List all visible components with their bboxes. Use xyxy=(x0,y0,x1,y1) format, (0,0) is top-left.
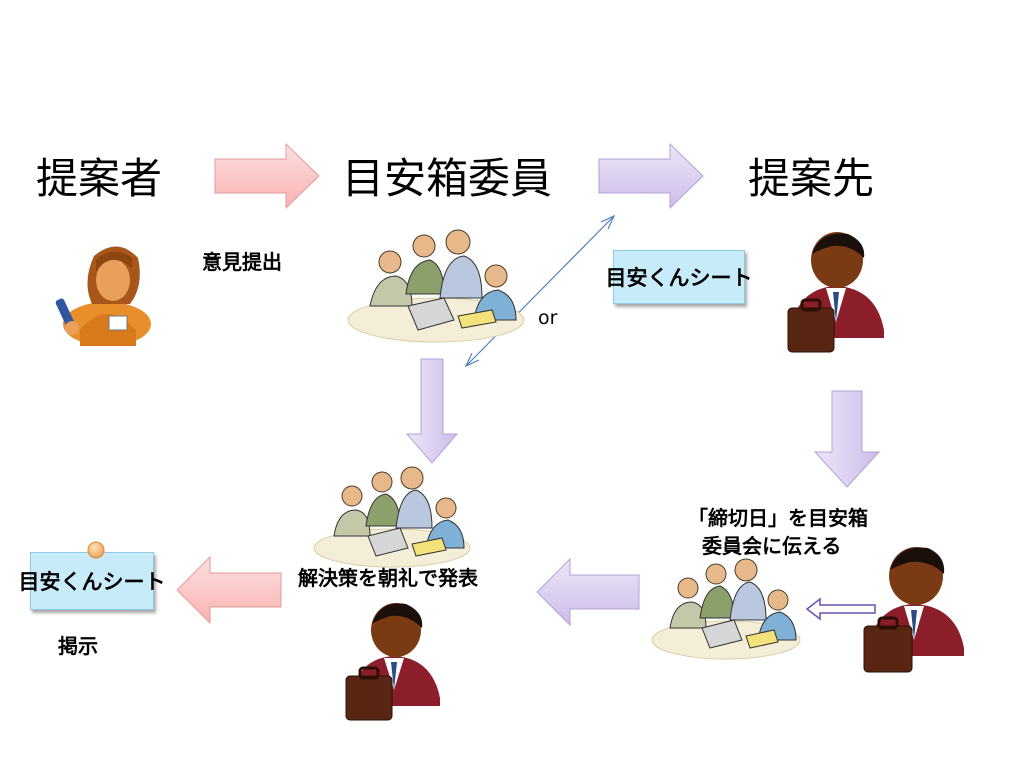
heading-destination: 提案先 xyxy=(748,154,875,203)
left-arrow-pink xyxy=(176,555,282,625)
sheet-top: 目安くんシート xyxy=(606,250,753,304)
destination-person-icon xyxy=(345,603,440,721)
label-deadline-line1: 「締切日」を目安箱 xyxy=(688,506,868,530)
down-arrow-destination xyxy=(813,390,881,488)
meeting-group-icon xyxy=(347,229,525,343)
destination-person-icon xyxy=(787,232,884,353)
label-submit-opinion: 意見提出 xyxy=(202,250,282,274)
destination-person-icon xyxy=(863,547,964,673)
down-arrow-committee xyxy=(405,358,459,464)
label-post: 掲示 xyxy=(58,634,98,658)
meeting-group-icon xyxy=(313,466,471,568)
meeting-group-icon xyxy=(651,558,801,660)
right-arrow-purple xyxy=(598,142,704,210)
right-arrow-pink xyxy=(214,142,320,210)
heading-committee: 目安箱委員 xyxy=(342,154,553,203)
sheet-bottom: 目安くんシート xyxy=(19,552,166,610)
small-left-arrow xyxy=(805,597,876,621)
label-or: or xyxy=(538,307,558,329)
label-announce: 解決策を朝礼で発表 xyxy=(298,566,478,590)
proposer-person-icon xyxy=(55,246,151,346)
bidirectional-connector xyxy=(464,214,616,368)
pin-icon xyxy=(87,541,105,559)
heading-proposer: 提案者 xyxy=(36,154,163,203)
left-arrow-purple xyxy=(536,557,640,627)
label-deadline-line2: 委員会に伝える xyxy=(702,534,842,558)
